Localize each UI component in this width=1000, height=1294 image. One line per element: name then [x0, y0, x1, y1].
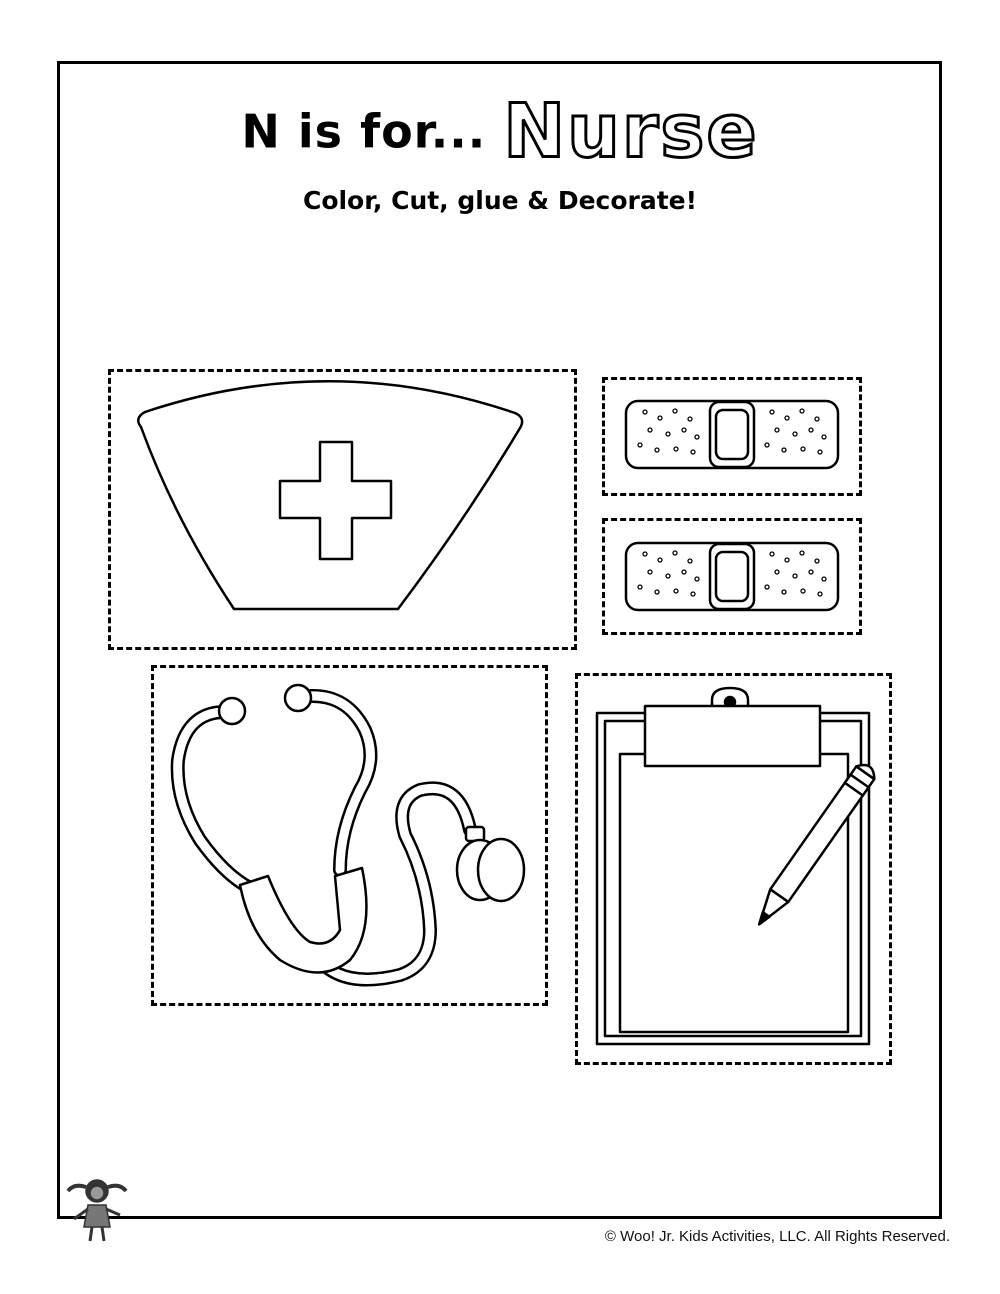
title-word: Nurse [502, 88, 759, 175]
worksheet-instructions: Color, Cut, glue & Decorate! [302, 186, 698, 215]
worksheet-border [57, 61, 942, 1219]
worksheet-title: N is for... Nurse [0, 88, 1000, 175]
cut-box-stethoscope [151, 665, 548, 1006]
cut-box-bandage-bottom [602, 518, 862, 635]
title-prefix: N is for... [241, 104, 487, 159]
stethoscope-icon [170, 683, 526, 987]
cut-box-clipboard [575, 673, 892, 1065]
mascot-logo-icon [66, 1179, 128, 1242]
cut-box-nurse-hat [108, 369, 577, 650]
clipboard-icon [595, 686, 876, 1046]
copyright-notice: © Woo! Jr. Kids Activities, LLC. All Rig… [604, 1228, 950, 1245]
bandage-icon [624, 399, 840, 470]
bandage-icon [624, 541, 840, 612]
nurse-hat-icon [137, 380, 524, 611]
cut-box-bandage-top [602, 377, 862, 496]
